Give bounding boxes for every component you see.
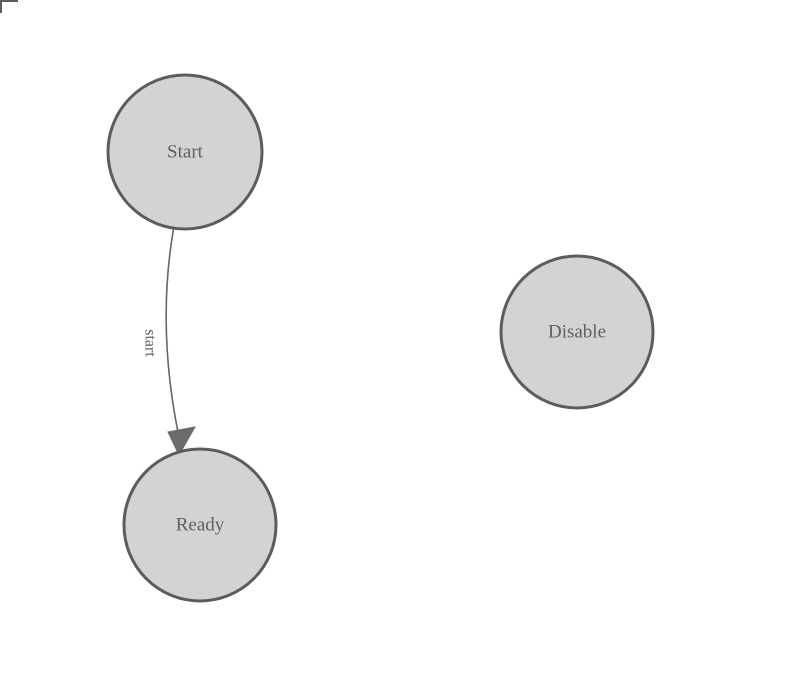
edge-start-to-ready[interactable]: start bbox=[142, 228, 196, 457]
node-ready-shape[interactable] bbox=[122, 447, 278, 603]
node-start-shape[interactable] bbox=[106, 73, 264, 231]
arrowhead-icon bbox=[167, 426, 196, 457]
edge-label: start bbox=[142, 329, 159, 357]
node-ready-label: Ready bbox=[176, 515, 225, 536]
node-disable-label: Disable bbox=[548, 322, 606, 343]
node-start[interactable]: Start bbox=[106, 73, 264, 231]
node-ready[interactable]: Ready bbox=[122, 447, 278, 603]
edge-line bbox=[165, 228, 180, 438]
node-disable[interactable]: Disable bbox=[499, 254, 655, 410]
node-disable-shape[interactable] bbox=[499, 254, 655, 410]
canvas-corner-marker bbox=[0, 0, 18, 13]
node-start-label: Start bbox=[167, 142, 204, 163]
